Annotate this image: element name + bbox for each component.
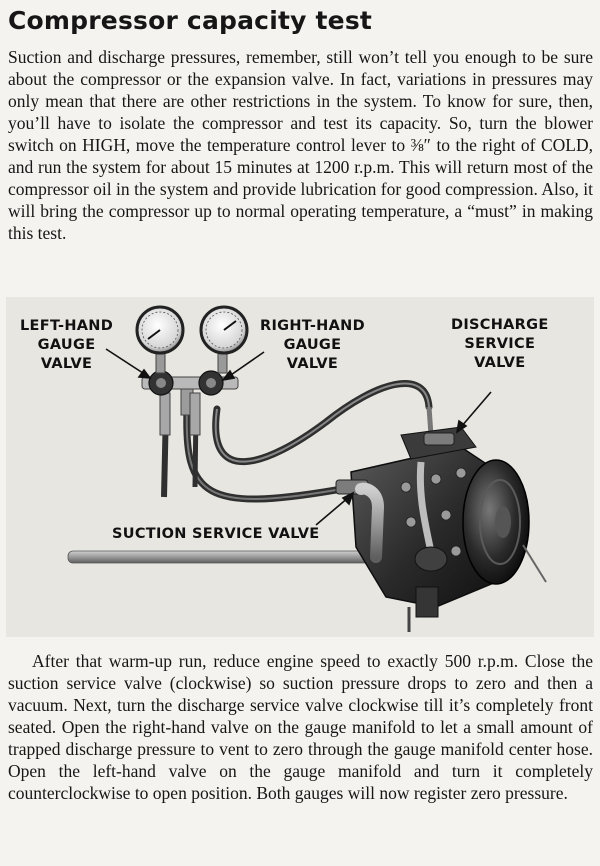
left-hand-gauge-valve-label: LEFT-HAND GAUGE VALVE bbox=[20, 318, 114, 372]
discharge-service-valve-label: DISCHARGE SERVICE VALVE bbox=[451, 317, 549, 371]
procedure-paragraph: After that warm-up run, reduce engine sp… bbox=[8, 651, 593, 803]
compressor-gauge-photo bbox=[67, 305, 547, 632]
suction-service-valve-label: SUCTION SERVICE VALVE bbox=[112, 526, 320, 542]
section-title: Compressor capacity test bbox=[8, 6, 373, 35]
intro-paragraph: Suction and discharge pressures, remembe… bbox=[8, 47, 593, 243]
compressor-test-illustration: LEFT-HAND GAUGE VALVE RIGHT-HAND GAUGE V… bbox=[6, 297, 594, 637]
right-hand-gauge-valve-label: RIGHT-HAND GAUGE VALVE bbox=[260, 318, 365, 372]
